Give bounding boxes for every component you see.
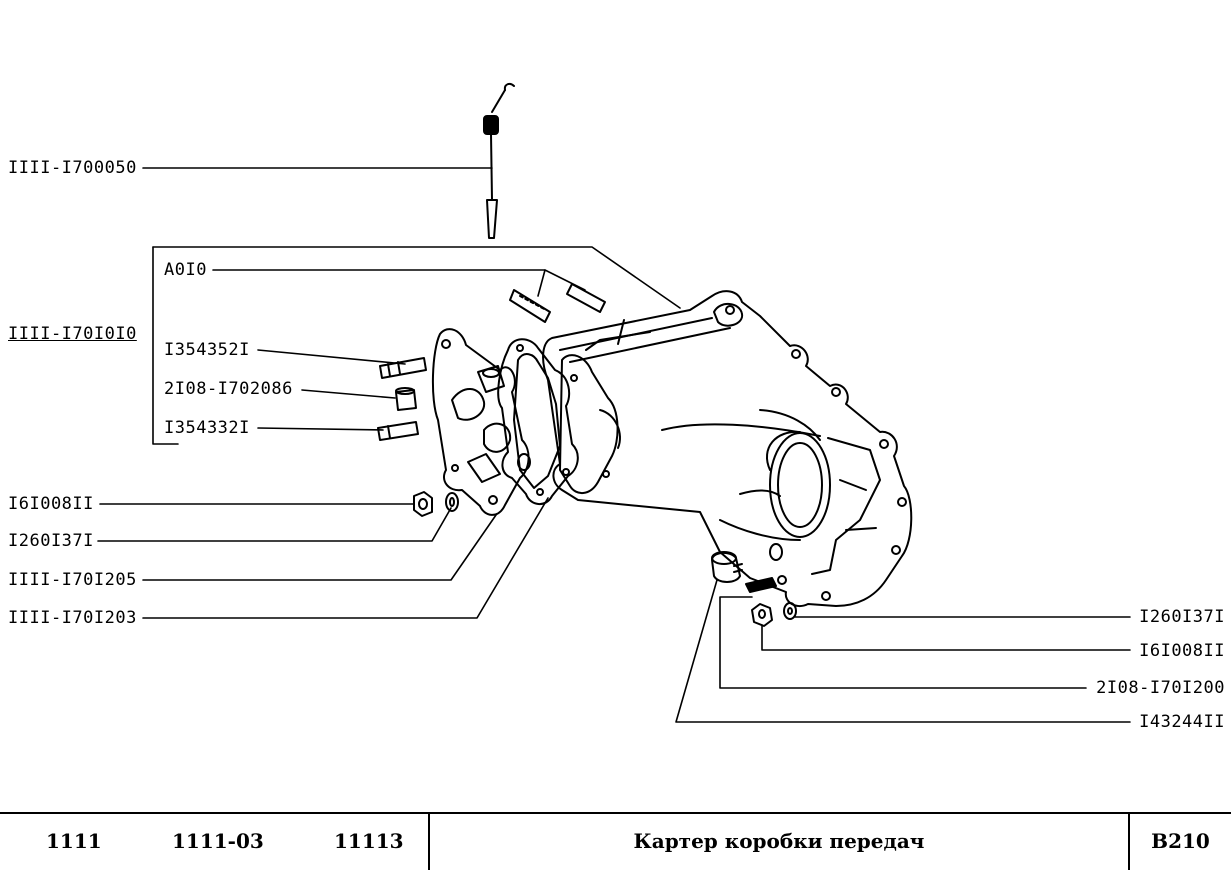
label-stud-set: A0I0	[164, 260, 207, 280]
label-stud-2: I354332I	[164, 418, 250, 438]
label-dipstick: IIII-I700050	[8, 158, 137, 178]
footer-divider	[428, 814, 430, 870]
label-washer-right: I260I37I	[1139, 607, 1225, 627]
label-plug: I43244II	[1139, 712, 1225, 732]
drawing-title: Картер коробки передач	[633, 829, 925, 853]
label-bushing: 2I08-I702086	[164, 379, 293, 399]
leader-lines	[97, 167, 1131, 723]
footer-divider	[1128, 814, 1130, 870]
studs-a0i0-drawing	[509, 283, 606, 323]
model-1111-03: 1111-03	[172, 829, 264, 853]
label-washer-left: I260I37I	[8, 531, 94, 551]
drawing-code: B210	[1151, 829, 1210, 853]
label-cover: IIII-I70I205	[8, 570, 137, 590]
gasket-drawing	[497, 338, 579, 505]
small-fasteners-drawing	[377, 357, 459, 517]
label-stud-1: I354352I	[164, 340, 250, 360]
housing-drawing	[542, 290, 913, 608]
parts-diagram	[97, 82, 1131, 723]
model-11113: 11113	[334, 829, 404, 853]
label-nut-left: I6I008II	[8, 494, 94, 514]
label-assembly: IIII-I70I0I0	[8, 324, 137, 344]
label-nut-right: I6I008II	[1139, 641, 1225, 661]
rear-cover-drawing	[431, 328, 531, 516]
right-fasteners-drawing	[711, 551, 797, 627]
label-gasket: IIII-I70I203	[8, 608, 137, 628]
dipstick-drawing	[483, 82, 515, 239]
title-block: 1111 1111-03 11113 Картер коробки переда…	[0, 812, 1231, 870]
model-1111: 1111	[46, 829, 102, 853]
label-plate: 2I08-I70I200	[1096, 678, 1225, 698]
